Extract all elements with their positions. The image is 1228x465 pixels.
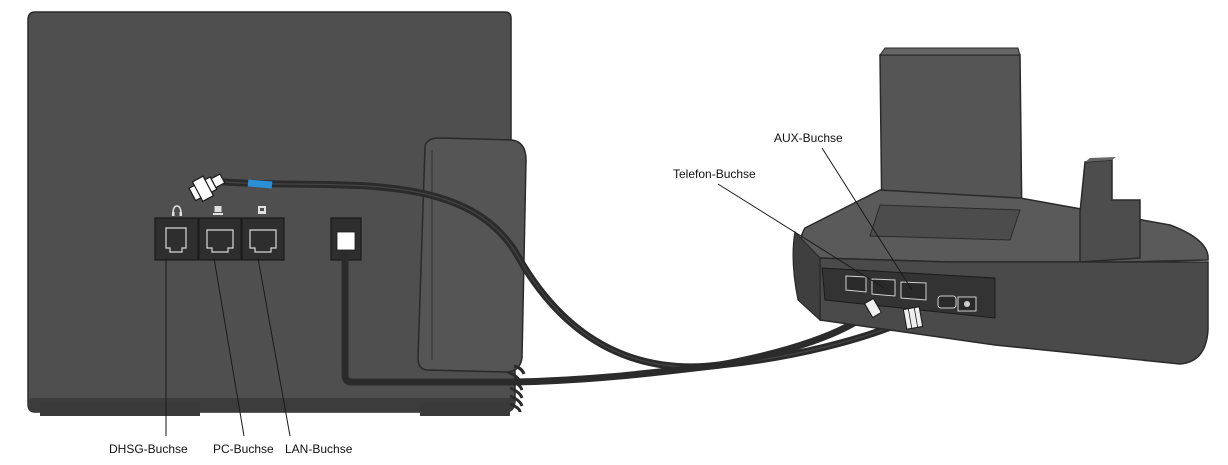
pc-jack: [198, 217, 242, 261]
lan-jack: [241, 217, 285, 261]
lan-label: LAN-Buchse: [285, 442, 353, 456]
headset-icon: [172, 205, 182, 216]
dock-jack-1: [845, 275, 867, 293]
pc-leader: [213, 257, 245, 437]
telefon-plug: [863, 297, 883, 319]
pc-icon: [213, 206, 223, 215]
handset-cable: [341, 251, 874, 386]
phone-base-unit: [27, 11, 527, 416]
phone-base-foot-right: [420, 402, 510, 416]
leader-lines: [165, 147, 913, 437]
headset-dock: [792, 47, 1209, 365]
floating-plug: [188, 173, 226, 203]
lan-leader: [257, 257, 291, 437]
cable-marker: [247, 179, 273, 189]
pc-label: PC-Buchse: [213, 442, 274, 456]
aux-leader: [821, 147, 913, 291]
lan-icon: [258, 206, 266, 214]
phone-base-foot-left: [40, 402, 200, 416]
coiled-cord: [507, 364, 526, 413]
telefon-leader: [717, 183, 885, 289]
aux-label: AUX-Buchse: [774, 131, 843, 145]
cables: [188, 173, 916, 413]
handset-cradle: [417, 137, 527, 373]
headset-holder: [1079, 159, 1141, 263]
dhsg-label: DHSG-Buchse: [109, 442, 188, 456]
dock-aux-jack: [900, 281, 927, 301]
dhsg-jack: [154, 217, 199, 261]
dock-power-jack: [937, 295, 977, 312]
telefon-label: Telefon-Buchse: [673, 167, 756, 181]
aux-plug: [902, 306, 924, 330]
